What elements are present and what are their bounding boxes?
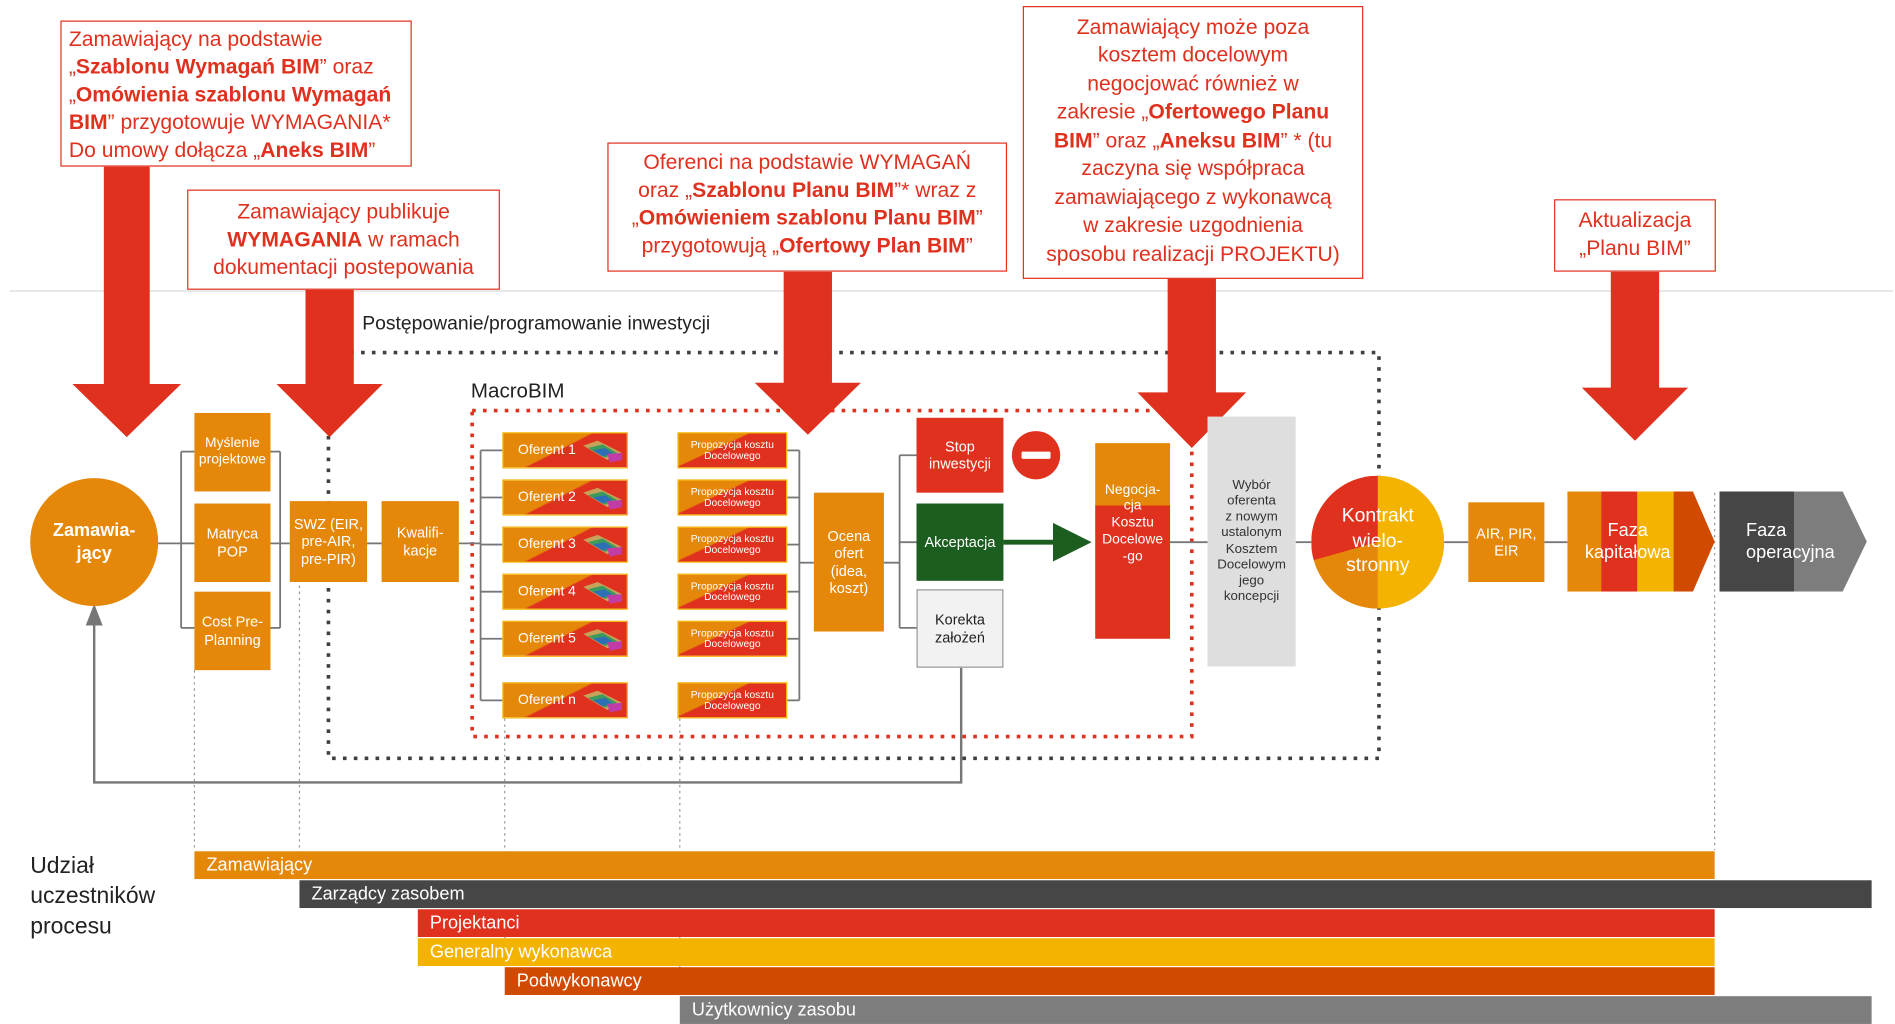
propozycja-kosztu: Propozycja kosztu Docelowego [677,573,788,610]
oferent-card: Oferent 1 [502,432,628,469]
propozycja-kosztu: Propozycja kosztu Docelowego [677,432,788,469]
building-model-icon [583,440,622,463]
oferent-card: Oferent n [502,682,628,719]
bar-podwykonawcy: Podwykonawcy [504,967,1715,995]
udzial-title: Udział uczestników procesu [30,853,156,940]
red-arrow-icon [754,271,861,435]
node-myslenie-projektowe: Myślenie projektowe [194,412,271,492]
kontrakt-circle [1311,475,1445,609]
oferent-card: Oferent 5 [502,620,628,657]
building-model-icon [583,629,622,651]
faza-kapitalowa-label: Faza kapitałowa [1584,519,1671,563]
propozycja-kosztu: Propozycja kosztu Docelowego [677,479,788,516]
building-model-icon [583,534,622,557]
red-arrow-icon [1581,271,1689,441]
oferent-card: Oferent 3 [502,526,628,563]
red-arrow-icon [72,166,182,438]
node-kwalifikacje: Kwalifi- kacje [381,501,459,583]
macrobim-label: MacroBIM [470,379,565,403]
building-model-icon [583,582,622,604]
note-negotiation: Zamawiający może poza kosztem docelowym … [1022,6,1364,279]
red-arrow-icon [1137,278,1247,448]
propozycja-kosztu: Propozycja kosztu Docelowego [677,682,788,719]
oferent-card: Oferent 2 [502,479,628,516]
node-ocena-ofert: Ocena ofert (idea, koszt) [813,492,884,632]
node-cost-pre-planning: Cost Pre- Planning [194,591,271,671]
node-swz: SWZ (EIR, pre-AIR, pre-PIR) [289,501,368,583]
node-akceptacja: Akceptacja [916,503,1004,581]
node-wybor-oferenta: Wybór oferenta z nowym ustalonym Kosztem… [1207,416,1296,667]
negocjacja-label: Negocja- cja Kosztu Docelowe -go [1102,482,1164,564]
stop-icon [1011,431,1061,480]
faza-operacyjna-arrow [1719,491,1867,592]
faza-operacyjna-label: Faza operacyjna [1746,519,1835,563]
node-korekta-zalozen: Korekta założeń [916,589,1004,668]
bar-zamawiajacy: Zamawiający [194,851,1715,880]
bar-projektanci: Projektanci [417,909,1715,938]
building-model-icon [583,690,622,713]
note-bim-requirements: Zamawiający na podstawie „Szablonu Wymag… [60,20,412,167]
propozycja-kosztu: Propozycja kosztu Docelowego [677,620,788,657]
bar-zarzadcy: Zarządcy zasobem [299,880,1872,909]
bar-uzytkownicy: Użytkownicy zasobu [679,996,1872,1024]
kontrakt-label: Kontrakt wielo- stronny [1341,505,1414,577]
propozycja-kosztu: Propozycja kosztu Docelowego [677,526,788,563]
faza-kapitalowa-arrow [1567,491,1715,592]
zamawiajacy-circle: Zamawia- jący [30,478,159,607]
note-publish-requirements: Zamawiający publikuje WYMAGANIA w ramach… [187,189,500,290]
node-stop-inwestycji: Stop inwestycji [916,417,1004,493]
building-model-icon [583,487,622,510]
node-air-pir-eir: AIR, PIR, EIR [1468,502,1545,583]
oferent-card: Oferent 4 [502,573,628,610]
red-arrow-icon [276,289,383,438]
bar-generalny-wykonawca: Generalny wykonawca [417,938,1715,966]
note-offerers-plan: Oferenci na podstawie WYMAGAŃ oraz „Szab… [607,142,1008,272]
note-plan-update: Aktualizacja „Planu BIM” [1554,199,1716,272]
node-matryca-pop: Matryca POP [194,503,271,583]
investment-phase-label: Postępowanie/programowanie inwestycji [362,313,711,335]
node-negocjacja [1095,443,1171,639]
